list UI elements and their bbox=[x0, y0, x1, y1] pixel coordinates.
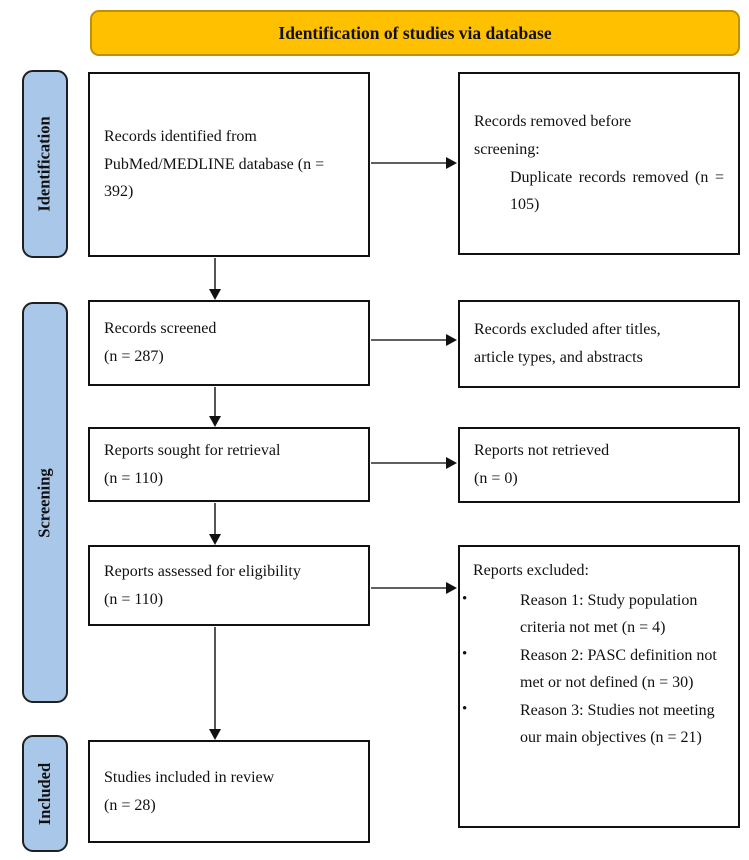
box-reports-excluded-heading: Reports excluded: bbox=[473, 562, 589, 579]
box-records-excluded: Records excluded after titles, article t… bbox=[458, 300, 740, 388]
bullet-icon: • bbox=[462, 590, 468, 607]
reason-3-text: Reason 3: Studies not meeting our main o… bbox=[520, 701, 715, 747]
box-reports-sought: Reports sought for retrieval (n = 110) bbox=[88, 427, 370, 502]
box-reports-sought-text: Reports sought for retrieval (n = 110) bbox=[104, 441, 281, 487]
box-studies-included-text: Studies included in review (n = 28) bbox=[104, 768, 275, 814]
bullet-icon: • bbox=[462, 645, 468, 662]
box-records-removed: Records removed before screening: Duplic… bbox=[458, 72, 740, 255]
arrow-down-sought-to-assessed bbox=[209, 503, 221, 545]
box-reports-not-retrieved: Reports not retrieved (n = 0) bbox=[458, 427, 740, 503]
arrow-right-assessed-to-reports-excluded bbox=[371, 582, 457, 594]
list-item: • Reason 3: Studies not meeting our main… bbox=[460, 697, 726, 752]
box-records-screened-text: Records screened (n = 287) bbox=[104, 320, 217, 365]
box-reports-assessed: Reports assessed for eligibility (n = 11… bbox=[88, 545, 370, 626]
list-item: • Reason 1: Study population criteria no… bbox=[460, 587, 726, 642]
list-item: • Reason 2: PASC definition not met or n… bbox=[460, 642, 726, 697]
arrow-down-identified-to-screened bbox=[209, 258, 221, 300]
reason-2-text: Reason 2: PASC definition not met or not… bbox=[520, 646, 717, 692]
box-records-removed-detail: Duplicate records removed (n = 105) bbox=[510, 168, 724, 214]
arrow-right-screened-to-excluded bbox=[371, 334, 457, 346]
box-reports-not-retrieved-text: Reports not retrieved (n = 0) bbox=[474, 442, 610, 487]
stage-included-label: Included bbox=[35, 762, 55, 825]
box-studies-included: Studies included in review (n = 28) bbox=[88, 740, 370, 843]
arrow-right-identified-to-removed bbox=[371, 157, 457, 169]
box-records-excluded-text: Records excluded after titles, article t… bbox=[474, 321, 661, 366]
stage-identification-label: Identification bbox=[35, 116, 54, 212]
box-records-identified-text: Records identified from PubMed/MEDLINE d… bbox=[104, 128, 325, 201]
arrow-right-sought-to-not-retrieved bbox=[371, 457, 457, 469]
box-records-identified: Records identified from PubMed/MEDLINE d… bbox=[88, 72, 370, 257]
arrow-down-assessed-to-included bbox=[209, 627, 221, 740]
box-reports-excluded: Reports excluded: • Reason 1: Study popu… bbox=[458, 545, 740, 828]
arrow-down-screened-to-sought bbox=[209, 387, 221, 427]
stage-identification: Identification bbox=[22, 70, 68, 258]
stage-screening-label: Screening bbox=[35, 467, 54, 538]
reports-excluded-reason-list: • Reason 1: Study population criteria no… bbox=[460, 587, 726, 752]
box-records-screened: Records screened (n = 287) bbox=[88, 300, 370, 386]
stage-included: Included bbox=[22, 735, 68, 852]
bullet-icon: • bbox=[462, 700, 468, 717]
box-records-removed-heading: Records removed before screening: bbox=[474, 113, 632, 158]
reason-1-text: Reason 1: Study population criteria not … bbox=[520, 591, 698, 637]
stage-screening: Screening bbox=[22, 302, 68, 703]
box-reports-assessed-text: Reports assessed for eligibility (n = 11… bbox=[104, 562, 301, 608]
banner-title: Identification of studies via database bbox=[90, 10, 740, 56]
banner-title-label: Identification of studies via database bbox=[278, 22, 552, 43]
